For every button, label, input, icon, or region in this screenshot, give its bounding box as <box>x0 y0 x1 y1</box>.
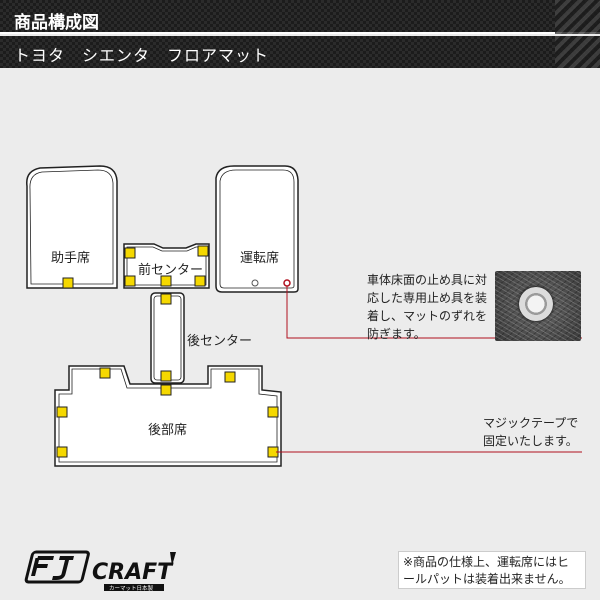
velcro-tab <box>160 275 172 287</box>
fj-craft-logo: CRAFT カーマット日本製 <box>24 550 176 592</box>
velcro-tab <box>160 370 172 382</box>
passenger-mat <box>26 165 118 289</box>
anchor-photo <box>495 271 581 341</box>
rear-mat <box>54 365 282 467</box>
product-subtitle: トヨタ シエンタ フロアマット <box>14 46 270 65</box>
label-rear: 後部席 <box>148 423 188 438</box>
velcro-tab <box>56 406 68 418</box>
header-subtitle-bar: トヨタ シエンタ フロアマット <box>0 36 600 68</box>
velcro-tab <box>160 293 172 305</box>
svg-text:CRAFT: CRAFT <box>92 560 174 585</box>
anchor-hole <box>251 279 259 287</box>
decorative-stripe <box>555 36 600 68</box>
front-center-mat <box>123 243 210 289</box>
velcro-callout-text: マジックテープで固定いたします。 <box>483 416 579 448</box>
anchor-callout-text: 車体床面の止め具に対応した専用止め具を装着し、マットのずれを防ぎます。 <box>367 273 488 341</box>
decorative-stripe <box>555 0 600 34</box>
label-driver: 運転席 <box>240 251 280 266</box>
velcro-tab <box>194 275 206 287</box>
velcro-tab <box>197 245 209 257</box>
anchor-callout-line <box>286 286 582 339</box>
logo-subtext: カーマット日本製 <box>109 584 154 592</box>
label-passenger: 助手席 <box>51 251 91 266</box>
velcro-tab <box>124 247 136 259</box>
header-title-bar: 商品構成図 <box>0 0 600 34</box>
velcro-tab <box>124 275 136 287</box>
driver-mat <box>215 165 299 293</box>
rear-center-mat <box>150 292 185 384</box>
velcro-tab <box>267 406 279 418</box>
velcro-tab <box>224 371 236 383</box>
velcro-tab <box>56 446 68 458</box>
anchor-point <box>283 279 291 287</box>
velcro-tab <box>99 367 111 379</box>
velcro-tab <box>160 384 172 396</box>
velcro-tab <box>62 277 74 289</box>
page-title: 商品構成図 <box>14 13 99 33</box>
label-front-center: 前センター <box>138 263 204 278</box>
anchor-clip-icon <box>519 287 553 321</box>
label-rear-center: 後センター <box>187 334 253 349</box>
velcro-tab-group <box>56 245 279 458</box>
floor-mat-diagram <box>26 165 582 467</box>
disclaimer-note: ※商品の仕様上、運転席にはヒールパットは装着出来ません。 <box>398 551 586 589</box>
